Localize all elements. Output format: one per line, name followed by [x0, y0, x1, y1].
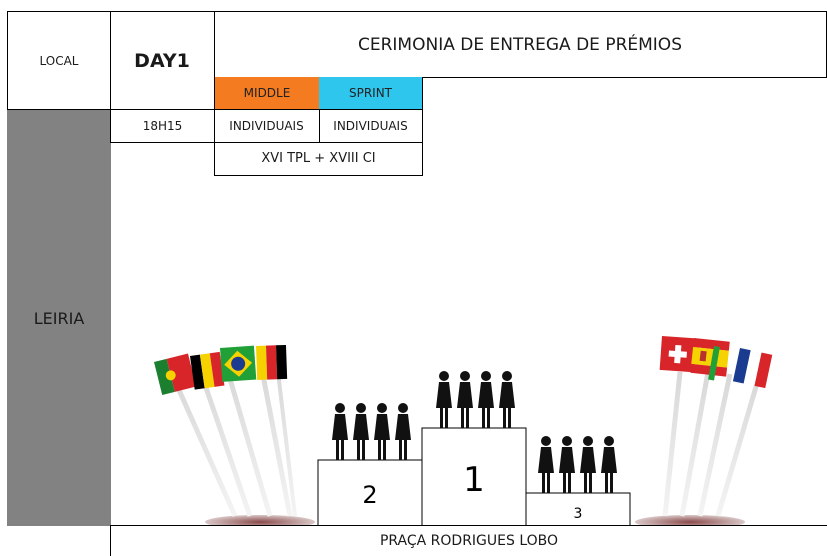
- brazil-flag: [220, 345, 257, 382]
- category-middle-type: INDIVIDUAIS: [214, 109, 320, 143]
- right-flags: [635, 336, 773, 529]
- podium-illustration: 2 1 3: [110, 176, 827, 529]
- italy-flag: [708, 346, 720, 381]
- athletes-second: [332, 403, 411, 460]
- event-name: XVI TPL + XVIII CI: [214, 142, 423, 176]
- france-flag: [732, 348, 773, 389]
- spain-flag: [690, 338, 730, 377]
- podium-third-label: 3: [574, 506, 583, 522]
- local-label: LOCAL: [7, 11, 111, 110]
- category-sprint-type: INDIVIDUAIS: [319, 109, 423, 143]
- podium-first-label: 1: [463, 460, 485, 500]
- belgium-flag: [255, 344, 288, 380]
- ceremony-title: CERIMONIA DE ENTREGA DE PRÉMIOS: [214, 11, 827, 78]
- athletes-first: [436, 371, 515, 428]
- left-flags: [154, 344, 315, 529]
- category-sprint: SPRINT: [319, 77, 423, 110]
- venue-name: PRAÇA RODRIGUES LOBO: [110, 525, 827, 556]
- day-label: DAY1: [110, 11, 215, 110]
- podium-third: [525, 492, 631, 527]
- podium-scene: 2 1 3: [154, 336, 773, 529]
- city-column: LEIRIA: [7, 110, 111, 526]
- switzerland-flag: [659, 336, 696, 373]
- portugal-flag: [154, 353, 197, 395]
- podium-first: [421, 427, 527, 527]
- category-middle: MIDDLE: [214, 77, 320, 110]
- podium-second-label: 2: [362, 481, 377, 509]
- athletes-third: [538, 436, 617, 493]
- ceremony-time: 18H15: [110, 109, 215, 143]
- belgium-flag: [190, 351, 225, 390]
